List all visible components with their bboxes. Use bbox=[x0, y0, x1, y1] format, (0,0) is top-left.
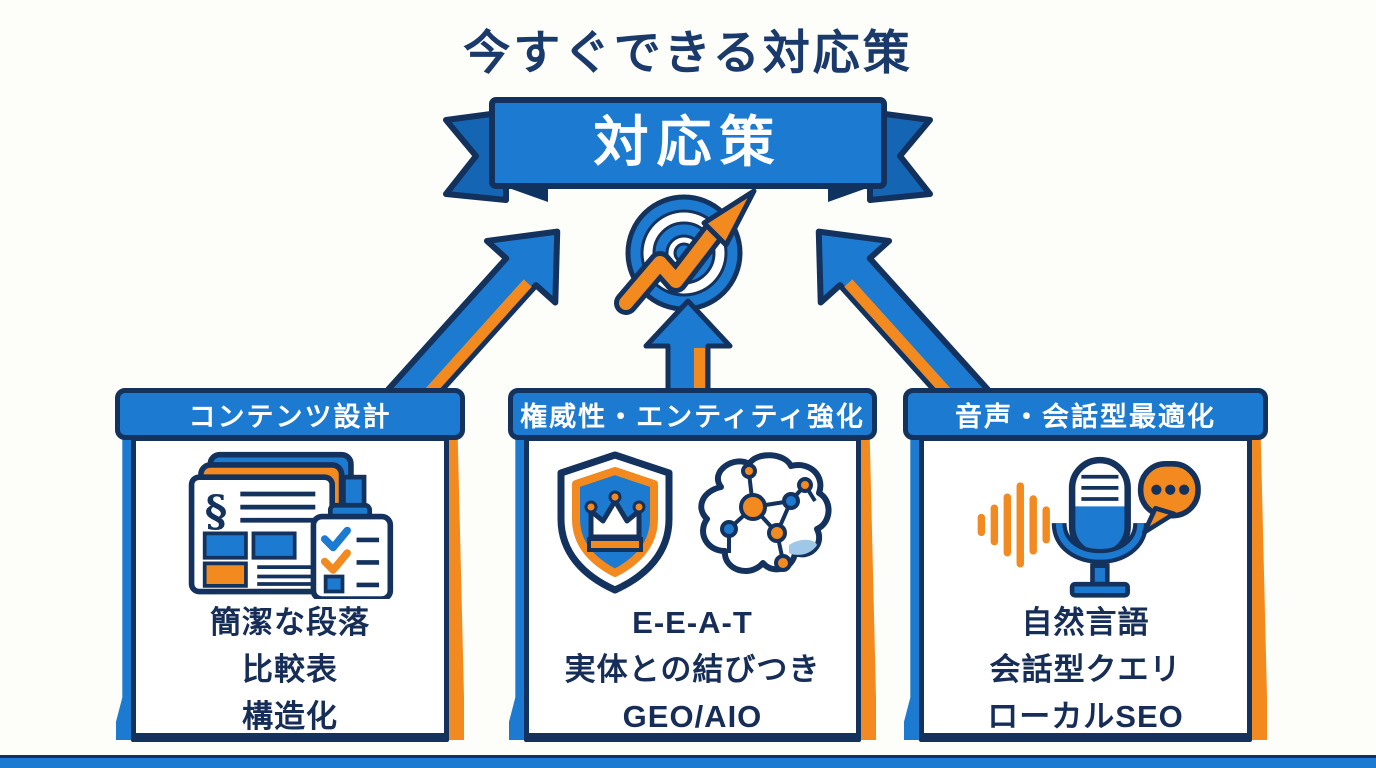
card-item: 自然言語 bbox=[1021, 605, 1150, 640]
card-item: 会話型クエリ bbox=[989, 652, 1182, 688]
up-arrow-icon bbox=[643, 298, 733, 399]
card-item: E-E-A-T bbox=[632, 605, 753, 640]
card-right-ribbon bbox=[446, 436, 464, 740]
card-header: コンテンツ設計 bbox=[115, 388, 465, 440]
card-header: 音声・会話型最適化 bbox=[903, 388, 1268, 440]
card-body: E-E-A-T 実体との結びつき GEO/AIO bbox=[524, 436, 861, 742]
voice-microphone-chat-icon bbox=[961, 449, 1211, 599]
card-item-list: E-E-A-T 実体との結びつき GEO/AIO bbox=[565, 599, 821, 740]
shield-crown-brain-icon bbox=[553, 449, 833, 599]
card-item: 構造化 bbox=[242, 699, 338, 735]
card-right-ribbon bbox=[1249, 436, 1267, 740]
card-body: 自然言語 会話型クエリ ローカルSEO bbox=[919, 436, 1252, 742]
card-content-design: § bbox=[115, 388, 465, 742]
card-voice-conversational: 自然言語 会話型クエリ ローカルSEO 音声・会話型最適化 bbox=[903, 388, 1268, 742]
card-title: 権威性・エンティティ強化 bbox=[520, 401, 865, 432]
ribbon-banner: 対応策 bbox=[436, 94, 940, 206]
svg-text:§: § bbox=[205, 487, 228, 537]
card-header: 権威性・エンティティ強化 bbox=[508, 388, 877, 440]
ribbon-label: 対応策 bbox=[593, 111, 783, 173]
card-item: 比較表 bbox=[242, 652, 338, 688]
page-title: 今すぐできる対応策 bbox=[463, 26, 913, 79]
card-item: GEO/AIO bbox=[622, 699, 763, 735]
documents-checklist-icon: § bbox=[175, 449, 405, 599]
card-item: 簡潔な段落 bbox=[210, 605, 370, 640]
card-authority-entity: E-E-A-T 実体との結びつき GEO/AIO 権威性・エンティティ強化 bbox=[508, 388, 877, 742]
card-item-list: 簡潔な段落 比較表 構造化 bbox=[210, 599, 370, 740]
card-right-ribbon bbox=[858, 436, 876, 740]
card-item: 実体との結びつき bbox=[564, 652, 821, 688]
card-title: コンテンツ設計 bbox=[188, 401, 392, 432]
card-item: ローカルSEO bbox=[987, 699, 1184, 735]
card-body: § bbox=[131, 436, 449, 742]
card-title: 音声・会話型最適化 bbox=[955, 401, 1216, 432]
card-item-list: 自然言語 会話型クエリ ローカルSEO bbox=[987, 599, 1183, 740]
bottom-band bbox=[0, 755, 1376, 768]
ribbon-shape-icon bbox=[443, 97, 933, 203]
